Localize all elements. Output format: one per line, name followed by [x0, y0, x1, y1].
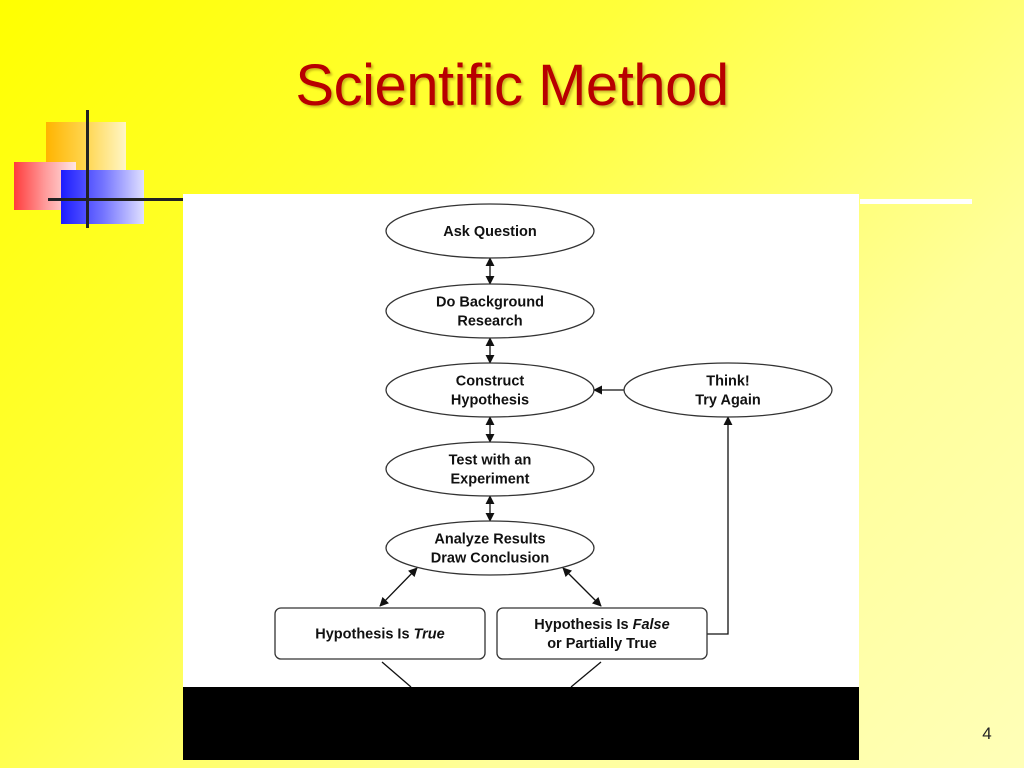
- node-ask: Ask Question: [385, 203, 595, 259]
- node-ask-shape: [385, 203, 595, 259]
- edge-analyze-to-true: [379, 567, 418, 607]
- node-test-label-segment: Test with an: [449, 453, 532, 469]
- node-test-label: Experiment: [451, 472, 530, 488]
- node-true-shape: [274, 607, 486, 660]
- edge-false-to-report-partial: [570, 661, 602, 687]
- decorative-vertical-line: [86, 110, 89, 228]
- node-think: Think! Try Again: [623, 362, 833, 418]
- node-think-shape: [623, 362, 833, 418]
- node-background-shape: [385, 283, 595, 339]
- node-true-label: Hypothesis Is True: [315, 627, 444, 643]
- node-true: Hypothesis Is True: [274, 607, 486, 660]
- node-test: Test with an Experiment: [385, 441, 595, 497]
- node-background-label-segment: Research: [457, 314, 522, 330]
- node-false-label-segment: Hypothesis Is: [534, 617, 632, 633]
- black-bar: [183, 687, 859, 760]
- node-false-label-segment: or Partially True: [547, 636, 657, 652]
- node-false-label: or Partially True: [547, 636, 657, 652]
- node-ask-label: Ask Question: [443, 224, 536, 240]
- node-construct-label: Construct: [456, 374, 525, 390]
- node-analyze-label: Analyze Results: [434, 532, 545, 548]
- flowchart-diagram: Ask Question Do BackgroundResearchConstru…: [274, 203, 833, 687]
- node-think-label: Think!: [706, 374, 750, 390]
- decorative-blue-square: [61, 170, 144, 224]
- node-false-shape: [496, 607, 708, 660]
- node-analyze-label: Draw Conclusion: [431, 551, 549, 567]
- node-background-label: Research: [457, 314, 522, 330]
- title-underline-rule: [860, 199, 972, 204]
- node-analyze-shape: [385, 520, 595, 576]
- node-ask-label-segment: Ask Question: [443, 224, 536, 240]
- node-think-label: Try Again: [695, 393, 761, 409]
- node-false-label-segment: False: [633, 617, 670, 633]
- node-test-shape: [385, 441, 595, 497]
- node-think-label-segment: Try Again: [695, 393, 761, 409]
- edge-analyze-to-false: [562, 567, 602, 607]
- node-construct-label-segment: Construct: [456, 374, 525, 390]
- decorative-horizontal-line: [48, 198, 188, 201]
- node-construct-shape: [385, 362, 595, 418]
- node-false: Hypothesis Is False or Partially True: [496, 607, 708, 660]
- node-think-label-segment: Think!: [706, 374, 750, 390]
- node-true-label-segment: True: [414, 627, 445, 643]
- node-background-label: Do Background: [436, 295, 544, 311]
- node-false-label: Hypothesis Is False: [534, 617, 669, 633]
- node-test-label-segment: Experiment: [451, 472, 530, 488]
- node-analyze-label-segment: Analyze Results: [434, 532, 545, 548]
- slide-number: 4: [982, 724, 992, 743]
- edge-false-to-think: [707, 416, 733, 635]
- node-test-label: Test with an: [449, 453, 532, 469]
- slide-title: Scientific Method: [295, 53, 729, 118]
- node-analyze-label-segment: Draw Conclusion: [431, 551, 549, 567]
- node-background-label-segment: Do Background: [436, 295, 544, 311]
- node-construct-label: Hypothesis: [451, 393, 529, 409]
- edge-true-to-report-partial: [381, 661, 412, 687]
- node-true-label-segment: Hypothesis Is: [315, 627, 413, 643]
- node-construct-label-segment: Hypothesis: [451, 393, 529, 409]
